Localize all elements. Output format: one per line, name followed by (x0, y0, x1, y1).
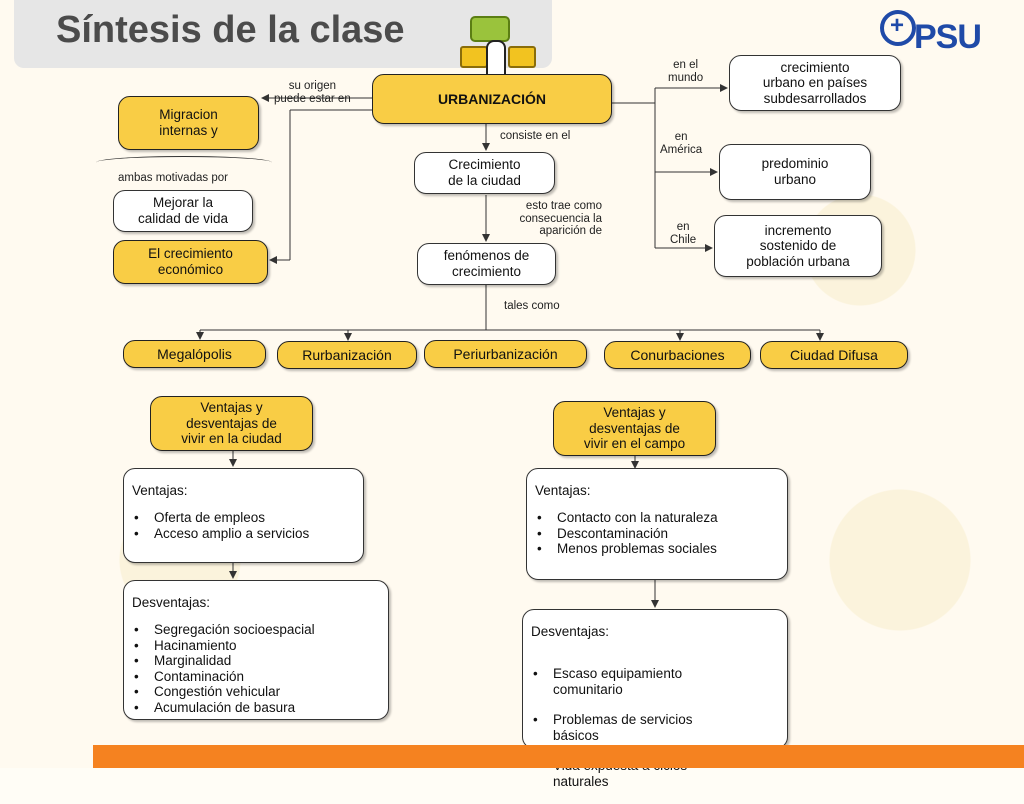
list-item: Menos problemas sociales (535, 541, 787, 557)
panel-heading: Ventajas: (132, 483, 188, 498)
label-esto-trae: esto trae como consecuencia la aparición… (519, 200, 602, 238)
node-chile: incremento sostenido de población urbana (714, 215, 882, 277)
node-ventajas-campo: Ventajas y desventajas de vivir en el ca… (553, 401, 716, 456)
panel-ciudad-ventajas: Ventajas: Oferta de empleos Acceso ampli… (123, 468, 364, 563)
node-conurbaciones: Conurbaciones (604, 341, 751, 369)
node-crecimiento-economico: El crecimiento económico (113, 240, 268, 284)
node-megalopolis: Megalópolis (123, 340, 266, 368)
panel-heading: Ventajas: (535, 483, 591, 498)
label-tales-como: tales como (504, 300, 560, 312)
list-item: Contacto con la naturaleza (535, 510, 787, 526)
list-item: Contaminación (132, 669, 388, 685)
panel-campo-desventajas: Desventajas: Escaso equipamiento comunit… (522, 609, 788, 789)
label-en-america: en América (660, 131, 703, 156)
node-rurbanizacion: Rurbanización (277, 341, 417, 369)
node-america: predominio urbano (719, 144, 871, 200)
logo-text: PSU (914, 18, 982, 56)
list-item: Oferta de empleos (132, 510, 363, 526)
node-mundo: crecimiento urbano en países subdesarrol… (729, 55, 901, 111)
list-item: Acumulación de basura (132, 700, 388, 716)
list-item: Marginalidad (132, 653, 388, 669)
label-su-origen: su origen puede estar en (274, 80, 351, 105)
list-item: Descontaminación (535, 526, 787, 542)
node-fenomenos: fenómenos de crecimiento (417, 243, 556, 285)
list-item: Acceso amplio a servicios (132, 526, 363, 542)
list-item: Segregación socioespacial (132, 622, 388, 638)
node-ventajas-ciudad: Ventajas y desventajas de vivir en la ci… (150, 396, 313, 451)
panel-heading: Desventajas: (132, 595, 211, 610)
page-title: Síntesis de la clase (56, 9, 405, 51)
label-en-el-mundo: en el mundo (668, 59, 704, 84)
plus-circle-icon (880, 10, 916, 46)
connector-lines (196, 84, 824, 608)
node-ciudad-difusa: Ciudad Difusa (760, 341, 908, 369)
panel-ciudad-desventajas: Desventajas: Segregación socioespacial H… (123, 580, 389, 720)
list-item: Escaso equipamiento comunitario (531, 666, 787, 697)
node-migraciones: Migracion internas y (118, 96, 259, 150)
node-urbanizacion: URBANIZACIÓN (372, 74, 612, 124)
panel-campo-ventajas: Ventajas: Contacto con la naturaleza Des… (526, 468, 788, 580)
label-ambas-motivadas: ambas motivadas por (118, 172, 228, 184)
node-mejorar-calidad: Mejorar la calidad de vida (113, 190, 253, 232)
label-en-chile: en Chile (670, 221, 697, 246)
node-crecimiento-ciudad: Crecimiento de la ciudad (414, 152, 555, 194)
list-item: Hacinamiento (132, 638, 388, 654)
psu-logo: + PSU (880, 8, 998, 60)
footer-bar (93, 745, 1024, 768)
grouping-brace (96, 156, 272, 169)
hand-click-icon (458, 10, 538, 82)
list-item: Congestión vehicular (132, 684, 388, 700)
label-consiste: consiste en el (500, 130, 571, 142)
node-periurbanizacion: Periurbanización (424, 340, 587, 368)
panel-heading: Desventajas: (531, 624, 610, 639)
list-item: Problemas de servicios básicos (531, 712, 787, 743)
